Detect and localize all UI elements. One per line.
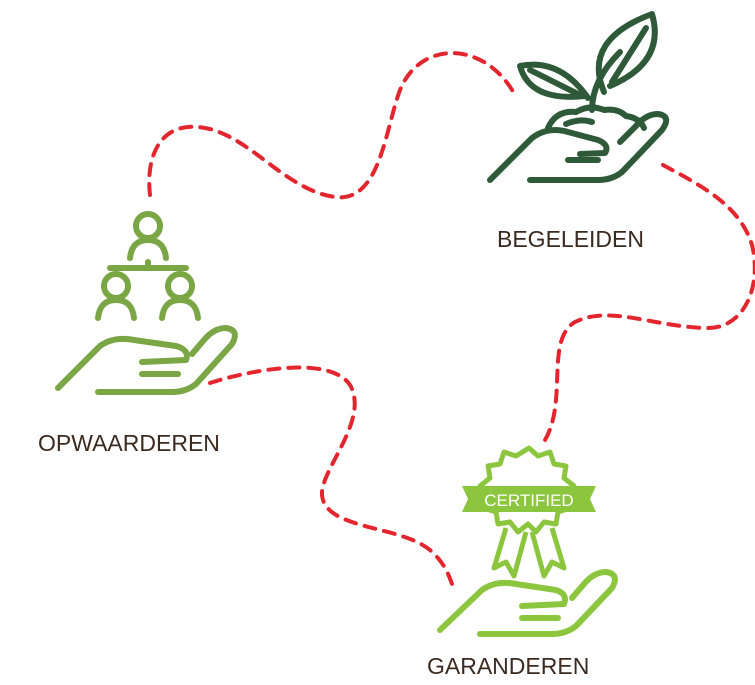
badge-banner: [462, 486, 596, 512]
badge-text: CERTIFIED: [484, 491, 573, 510]
badge-rosette: [477, 445, 577, 535]
dashed-connector-path: [147, 51, 755, 594]
step-label-opwaarderen: OPWAARDEREN: [38, 430, 220, 456]
hand-with-certified-badge-icon: CERTIFIED: [437, 445, 618, 637]
hand-with-people-icon: [55, 211, 238, 395]
step-label-begeleiden: BEGELEIDEN: [497, 226, 644, 252]
step-label-garanderen: GARANDEREN: [427, 653, 590, 679]
hand-with-sprout-icon: [487, 11, 670, 183]
